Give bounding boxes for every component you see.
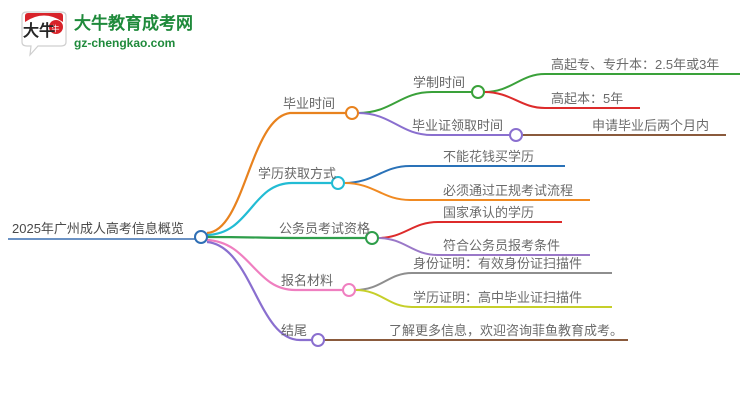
svg-text:牛: 牛 xyxy=(52,24,60,34)
branch-label-2[interactable]: 学历获取方式 xyxy=(258,166,337,181)
site-logo: 牛 大牛 大牛教育成考网 gz-chengkao.com xyxy=(18,8,208,66)
node-branch-4[interactable] xyxy=(342,283,356,297)
line-sub1-to-leaf-2 xyxy=(483,91,640,109)
logo-brand-url: gz-chengkao.com xyxy=(74,36,176,50)
line-branch4-to-leaf-1 xyxy=(354,272,612,291)
node-root[interactable] xyxy=(194,230,208,244)
line-root-to-branch-1 xyxy=(206,111,346,235)
line-branch2-to-leaf-2 xyxy=(343,182,590,201)
line-root-to-branch-3 xyxy=(206,235,366,240)
line-branch3-to-leaf-1 xyxy=(377,221,562,239)
branch-label-1[interactable]: 毕业时间 xyxy=(283,96,336,111)
line-branch3-to-leaf-2 xyxy=(377,237,590,256)
node-branch-3[interactable] xyxy=(365,231,379,245)
branch-label-5[interactable]: 结尾 xyxy=(281,323,308,338)
leaf-label-3-2[interactable]: 符合公务员报考条件 xyxy=(443,238,561,253)
node-branch-1[interactable] xyxy=(345,106,359,120)
leaf-label-1-1-2[interactable]: 高起本：5年 xyxy=(551,91,624,106)
leaf-label-1-2-1[interactable]: 申请毕业后两个月内 xyxy=(592,118,710,133)
line-root-to-branch-2 xyxy=(206,181,332,237)
line-sub1-to-leaf-1 xyxy=(483,73,740,93)
root-label[interactable]: 2025年广州成人高考信息概览 xyxy=(12,221,184,236)
sub-label-1-2[interactable]: 毕业证领取时间 xyxy=(412,118,504,133)
leaf-label-1-1-1[interactable]: 高起专、专升本：2.5年或3年 xyxy=(551,57,720,72)
node-branch-2[interactable] xyxy=(331,176,345,190)
leaf-label-3-1[interactable]: 国家承认的学历 xyxy=(443,205,535,220)
logo-mark-icon: 牛 大牛 xyxy=(21,11,67,57)
node-sub-1-1[interactable] xyxy=(471,85,485,99)
branch-label-4[interactable]: 报名材料 xyxy=(281,273,334,288)
sub-label-1-1[interactable]: 学制时间 xyxy=(413,75,466,90)
line-root-to-branch-4 xyxy=(206,238,343,292)
line-root-to-branch-5 xyxy=(206,240,312,342)
leaf-label-4-1[interactable]: 身份证明：有效身份证扫描件 xyxy=(413,256,583,271)
node-branch-5[interactable] xyxy=(311,333,325,347)
svg-text:大牛: 大牛 xyxy=(23,21,55,40)
leaf-label-2-1[interactable]: 不能花钱买学历 xyxy=(443,149,535,164)
node-sub-1-2[interactable] xyxy=(509,128,523,142)
line-branch2-to-leaf-1 xyxy=(343,165,565,184)
leaf-label-4-2[interactable]: 学历证明：高中毕业证扫描件 xyxy=(413,290,583,305)
line-branch4-to-leaf-2 xyxy=(354,289,612,308)
branch-label-3[interactable]: 公务员考试资格 xyxy=(279,221,371,236)
leaf-label-2-2[interactable]: 必须通过正规考试流程 xyxy=(443,183,574,198)
line-branch1-to-sub-2 xyxy=(357,112,510,136)
logo-brand-name: 大牛教育成考网 xyxy=(74,14,193,33)
leaf-label-5-1[interactable]: 了解更多信息，欢迎咨询菲鱼教育成考。 xyxy=(389,323,624,338)
line-branch1-to-sub-1 xyxy=(357,91,472,114)
